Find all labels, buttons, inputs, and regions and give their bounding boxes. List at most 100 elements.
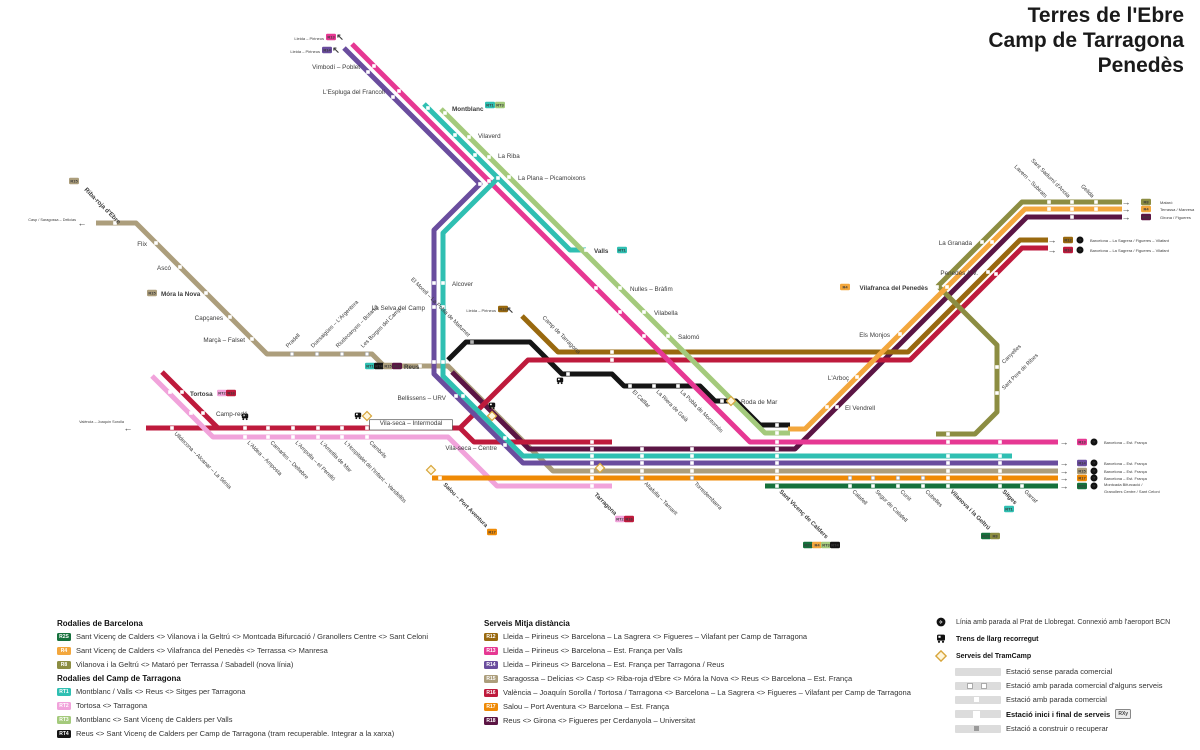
station-marker — [775, 461, 779, 465]
station-label: Mataró — [1160, 200, 1173, 205]
station-marker — [610, 358, 614, 362]
line-badge-R12: R12 — [1063, 236, 1073, 244]
station-marker — [454, 394, 458, 398]
station-marker — [113, 221, 117, 225]
station-marker — [228, 315, 232, 319]
station-label: La Plana – Picamoixons — [518, 175, 586, 182]
station-label: L'Espluga del Francolí — [323, 89, 385, 96]
station-marker — [1094, 207, 1098, 211]
station-marker — [896, 484, 900, 488]
direction-arrow-icon: ← — [78, 218, 87, 228]
train-icon — [937, 634, 945, 643]
direction-arrow-icon: → — [1060, 473, 1069, 483]
station-label: Barcelona – Est. França — [1104, 461, 1148, 466]
station-label: Barcelona – Est. França — [1104, 440, 1148, 445]
line-RT2 — [150, 374, 612, 489]
station-marker — [995, 391, 999, 395]
legend-symbol-item: ✈Línia amb parada al Prat de Llobregat. … — [933, 616, 1188, 628]
plane-icon: ✈ — [1076, 236, 1084, 244]
station-marker — [366, 70, 370, 74]
plane-icon: ✈ — [1090, 482, 1098, 490]
station-label: Vilanova i la Geltrú — [949, 489, 992, 532]
station-marker — [1047, 207, 1051, 211]
svg-text:R17: R17 — [488, 530, 496, 535]
line-badge-R2S: R2S — [1077, 482, 1087, 490]
legend-item-label: Tortosa <> Tarragona — [76, 701, 148, 710]
svg-text:R18: R18 — [1142, 215, 1150, 220]
legend-item-label: Sant Vicenç de Calders <> Vilafranca del… — [76, 646, 328, 655]
station-marker — [935, 285, 939, 289]
plane-icon: ✈ — [1076, 246, 1084, 254]
station-marker — [946, 440, 950, 444]
legend-item-label: Sant Vicenç de Calders <> Vilanova i la … — [76, 632, 429, 641]
legend-badge-RT2: RT2 — [57, 701, 71, 710]
legend-badge-RT1: RT1 — [57, 687, 71, 696]
station-marker — [154, 241, 158, 245]
station-label: Riba-roja d'Ebre — [83, 186, 123, 226]
diamond-icon — [425, 464, 437, 476]
plane-icon: ✈ — [936, 617, 946, 627]
svg-text:RT1: RT1 — [486, 103, 494, 108]
station-marker — [432, 360, 436, 364]
line-badge-R13: R13 — [326, 33, 336, 41]
station-label: Pradell — [285, 333, 302, 350]
line-badge-RT2: RT2 — [615, 515, 625, 523]
line-badge-R4: R4 — [1141, 205, 1151, 213]
station-marker — [690, 469, 694, 473]
station-marker — [243, 426, 247, 430]
station-marker — [372, 64, 376, 68]
plane-icon: ✈ — [1090, 438, 1098, 446]
station-marker — [847, 475, 853, 481]
legend-item-label: Salou – Port Aventura <> Barcelona – Est… — [503, 702, 670, 711]
station-marker — [1020, 484, 1024, 488]
line-badge-RT4: RT4 — [374, 362, 384, 370]
station-marker — [340, 435, 344, 439]
svg-text:✈: ✈ — [1092, 484, 1096, 489]
station-marker — [690, 454, 694, 458]
svg-text:R2S: R2S — [804, 543, 812, 548]
svg-text:R12: R12 — [1064, 238, 1072, 243]
direction-arrow-icon: → — [1060, 458, 1069, 468]
station-marker — [690, 461, 694, 465]
legend-header: Rodalies del Camp de Tarragona — [57, 674, 181, 683]
station-label: L'Arboç — [828, 375, 849, 382]
station-label: Lleida – Pirineus — [466, 308, 496, 313]
station-marker — [467, 135, 471, 139]
station-marker — [566, 372, 570, 376]
station-label: Canyelles — [1001, 344, 1023, 366]
svg-text:R2S: R2S — [982, 534, 990, 539]
station-label: Vilaverd — [478, 133, 501, 140]
line-badge-R18: R18 — [1141, 213, 1151, 221]
svg-text:R18: R18 — [393, 364, 401, 369]
station-marker — [642, 310, 646, 314]
station-marker — [775, 447, 779, 451]
station-bar-some — [955, 681, 1001, 690]
station-label: Altafulla – Tamarit — [643, 481, 679, 517]
direction-arrow-icon: → — [1048, 235, 1057, 245]
svg-text:R8: R8 — [1143, 200, 1149, 205]
line-badge-R14: R14 — [322, 46, 332, 54]
station-marker — [871, 484, 875, 488]
diamond-icon — [361, 410, 373, 422]
station-label: Lleida – Pirineus — [294, 36, 324, 41]
station-marker — [487, 155, 491, 159]
svg-text:RT2: RT2 — [218, 391, 226, 396]
station-marker — [986, 270, 990, 274]
legend-header: Serveis Mitja distància — [484, 619, 570, 628]
svg-text:✈: ✈ — [1078, 238, 1082, 243]
station-marker — [204, 291, 208, 295]
station-marker — [418, 364, 422, 368]
svg-text:RT3: RT3 — [822, 543, 830, 548]
station-label: Montblanc — [452, 106, 484, 113]
station-marker — [990, 240, 994, 244]
station-label: Barcelona – Est. França — [1104, 469, 1148, 474]
station-marker — [666, 334, 670, 338]
line-badge-R18: R18 — [392, 362, 402, 370]
line-badge-RT1: RT1 — [365, 362, 375, 370]
legend-symbol-label: Trens de llarg recorregut — [956, 635, 1039, 643]
station-marker — [642, 334, 646, 338]
svg-text:R16: R16 — [227, 391, 235, 396]
station-marker — [168, 390, 172, 394]
